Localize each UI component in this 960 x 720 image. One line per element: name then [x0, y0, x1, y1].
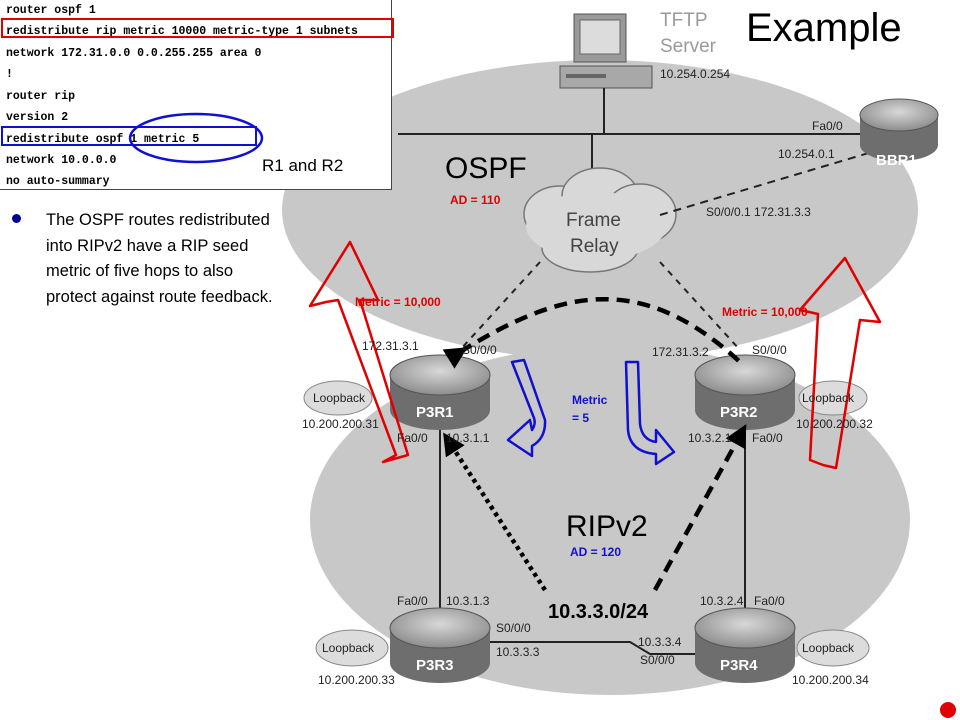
p3r2-loopback-icon [798, 380, 868, 416]
p3r1-fa-ip: 10.3.1.1 [446, 431, 490, 445]
config-line: redistribute rip metric 10000 metric-typ… [6, 25, 358, 38]
p3r4-loopback-ip: 10.200.200.34 [792, 673, 869, 687]
p3r1-name: P3R1 [416, 404, 454, 421]
p3r3-fa: Fa0/0 [397, 594, 428, 608]
bbr1-router-icon [859, 98, 939, 161]
metric-right-label: Metric = 10,000 [722, 305, 808, 319]
network-label: 10.3.3.0/24 [548, 601, 649, 623]
tftp-title: TFTP [660, 10, 708, 31]
p3r3-loopback-ip: 10.200.200.33 [318, 673, 395, 687]
pvc-p3r2 [659, 261, 741, 351]
p3r2-router-icon [694, 354, 796, 430]
metric-circle-highlight [128, 112, 264, 164]
ripv2-label: RIPv2 [566, 510, 648, 543]
bullet-text: The OSPF routes redistributed into RIPv2… [46, 211, 273, 306]
pvc-p3r1 [459, 261, 541, 351]
p3r2-loopback-ip: 10.200.200.32 [796, 417, 873, 431]
p3r4-fa: Fa0/0 [754, 594, 785, 608]
config-line: network 10.0.0.0 [6, 154, 117, 167]
config-line: router ospf 1 [6, 4, 96, 17]
redistribute-right-arrow [798, 256, 882, 470]
bbr1-ip: 10.254.0.1 [778, 147, 835, 161]
p3r1-loopback-icon [303, 380, 373, 416]
p3r3-serial: S0/0/0 [496, 621, 531, 635]
config-line: router rip [6, 90, 76, 103]
pvc-bbr1 [659, 151, 873, 216]
config-box: router ospf 1 redistribute rip metric 10… [0, 0, 394, 190]
p3r3-p3r4-serial [490, 641, 700, 655]
routers-label: R1 and R2 [262, 156, 344, 175]
metric-right-blue-arrow [624, 360, 676, 466]
bbr1-iface: Fa0/0 [812, 119, 843, 133]
frame-relay-label-2: Relay [570, 236, 619, 257]
tftp-server-icon [559, 13, 653, 89]
p3r2-serial-ip: 172.31.3.2 [652, 345, 709, 359]
feedback-right-arrow [653, 424, 747, 592]
bbr1-name: BBR1 [876, 152, 917, 169]
metric-left-blue-arrow [506, 358, 547, 458]
tftp-ip: 10.254.0.254 [660, 67, 730, 81]
redistribute-left-arrow [308, 240, 410, 464]
ripv2-ad: AD = 120 [570, 545, 621, 559]
p3r4-serial-ip: 10.3.3.4 [638, 635, 682, 649]
p3r3-router-icon [389, 607, 491, 683]
p3r2-fa-ip: 10.3.2.1 [688, 431, 732, 445]
config-line: version 2 [6, 111, 69, 124]
p3r3-name: P3R3 [416, 657, 454, 674]
p3r2-name: P3R2 [720, 404, 758, 421]
p3r1-loopback-ip: 10.200.200.31 [302, 417, 379, 431]
p3r2-serial: S0/0/0 [752, 343, 787, 357]
frame-relay-cloud-icon [523, 167, 677, 273]
redistribute-rip-highlight [1, 18, 394, 38]
config-line: redistribute ospf 1 metric 5 [6, 133, 200, 146]
p3r2-fa: Fa0/0 [752, 431, 783, 445]
p3r3-loopback: Loopback [322, 641, 375, 655]
bullet-dot-icon [12, 214, 21, 223]
p3r1-loopback: Loopback [313, 391, 366, 405]
p3r4-loopback-icon [796, 629, 870, 667]
ospf-ad: AD = 110 [450, 193, 501, 207]
config-line: ! [6, 68, 13, 81]
p3r3-fa-ip: 10.3.1.3 [446, 594, 490, 608]
redistribute-ospf-highlight [1, 126, 257, 146]
config-line: no auto-summary [6, 175, 110, 188]
metric-mid-label-1: Metric [572, 393, 608, 407]
p3r3-loopback-icon [315, 629, 389, 667]
tftp-subtitle: Server [660, 36, 717, 57]
metric-mid-label-2: = 5 [572, 411, 589, 425]
p3r1-fa: Fa0/0 [397, 431, 428, 445]
p3r3-serial-ip: 10.3.3.3 [496, 645, 540, 659]
slide-title: Example [746, 6, 902, 50]
p3r4-name: P3R4 [720, 657, 758, 674]
bbr1-serial: S0/0/0.1 172.31.3.3 [706, 205, 811, 219]
p3r2-loopback: Loopback [802, 391, 855, 405]
p3r4-fa-ip: 10.3.2.4 [700, 594, 744, 608]
p3r4-router-icon [694, 607, 796, 683]
metric-left-label: Metric = 10,000 [355, 295, 441, 309]
ospf-label: OSPF [445, 152, 527, 185]
p3r4-loopback: Loopback [802, 641, 855, 655]
feedback-left-arrow [443, 432, 547, 592]
config-line: network 172.31.0.0 0.0.255.255 area 0 [6, 47, 262, 60]
p3r1-serial-ip: 172.31.3.1 [362, 339, 419, 353]
p3r1-serial: S0/0/0 [462, 343, 497, 357]
red-dot-icon [940, 702, 956, 718]
p3r4-serial: S0/0/0 [640, 653, 675, 667]
frame-relay-label-1: Frame [566, 210, 621, 231]
feedback-top-arrow [442, 296, 742, 369]
